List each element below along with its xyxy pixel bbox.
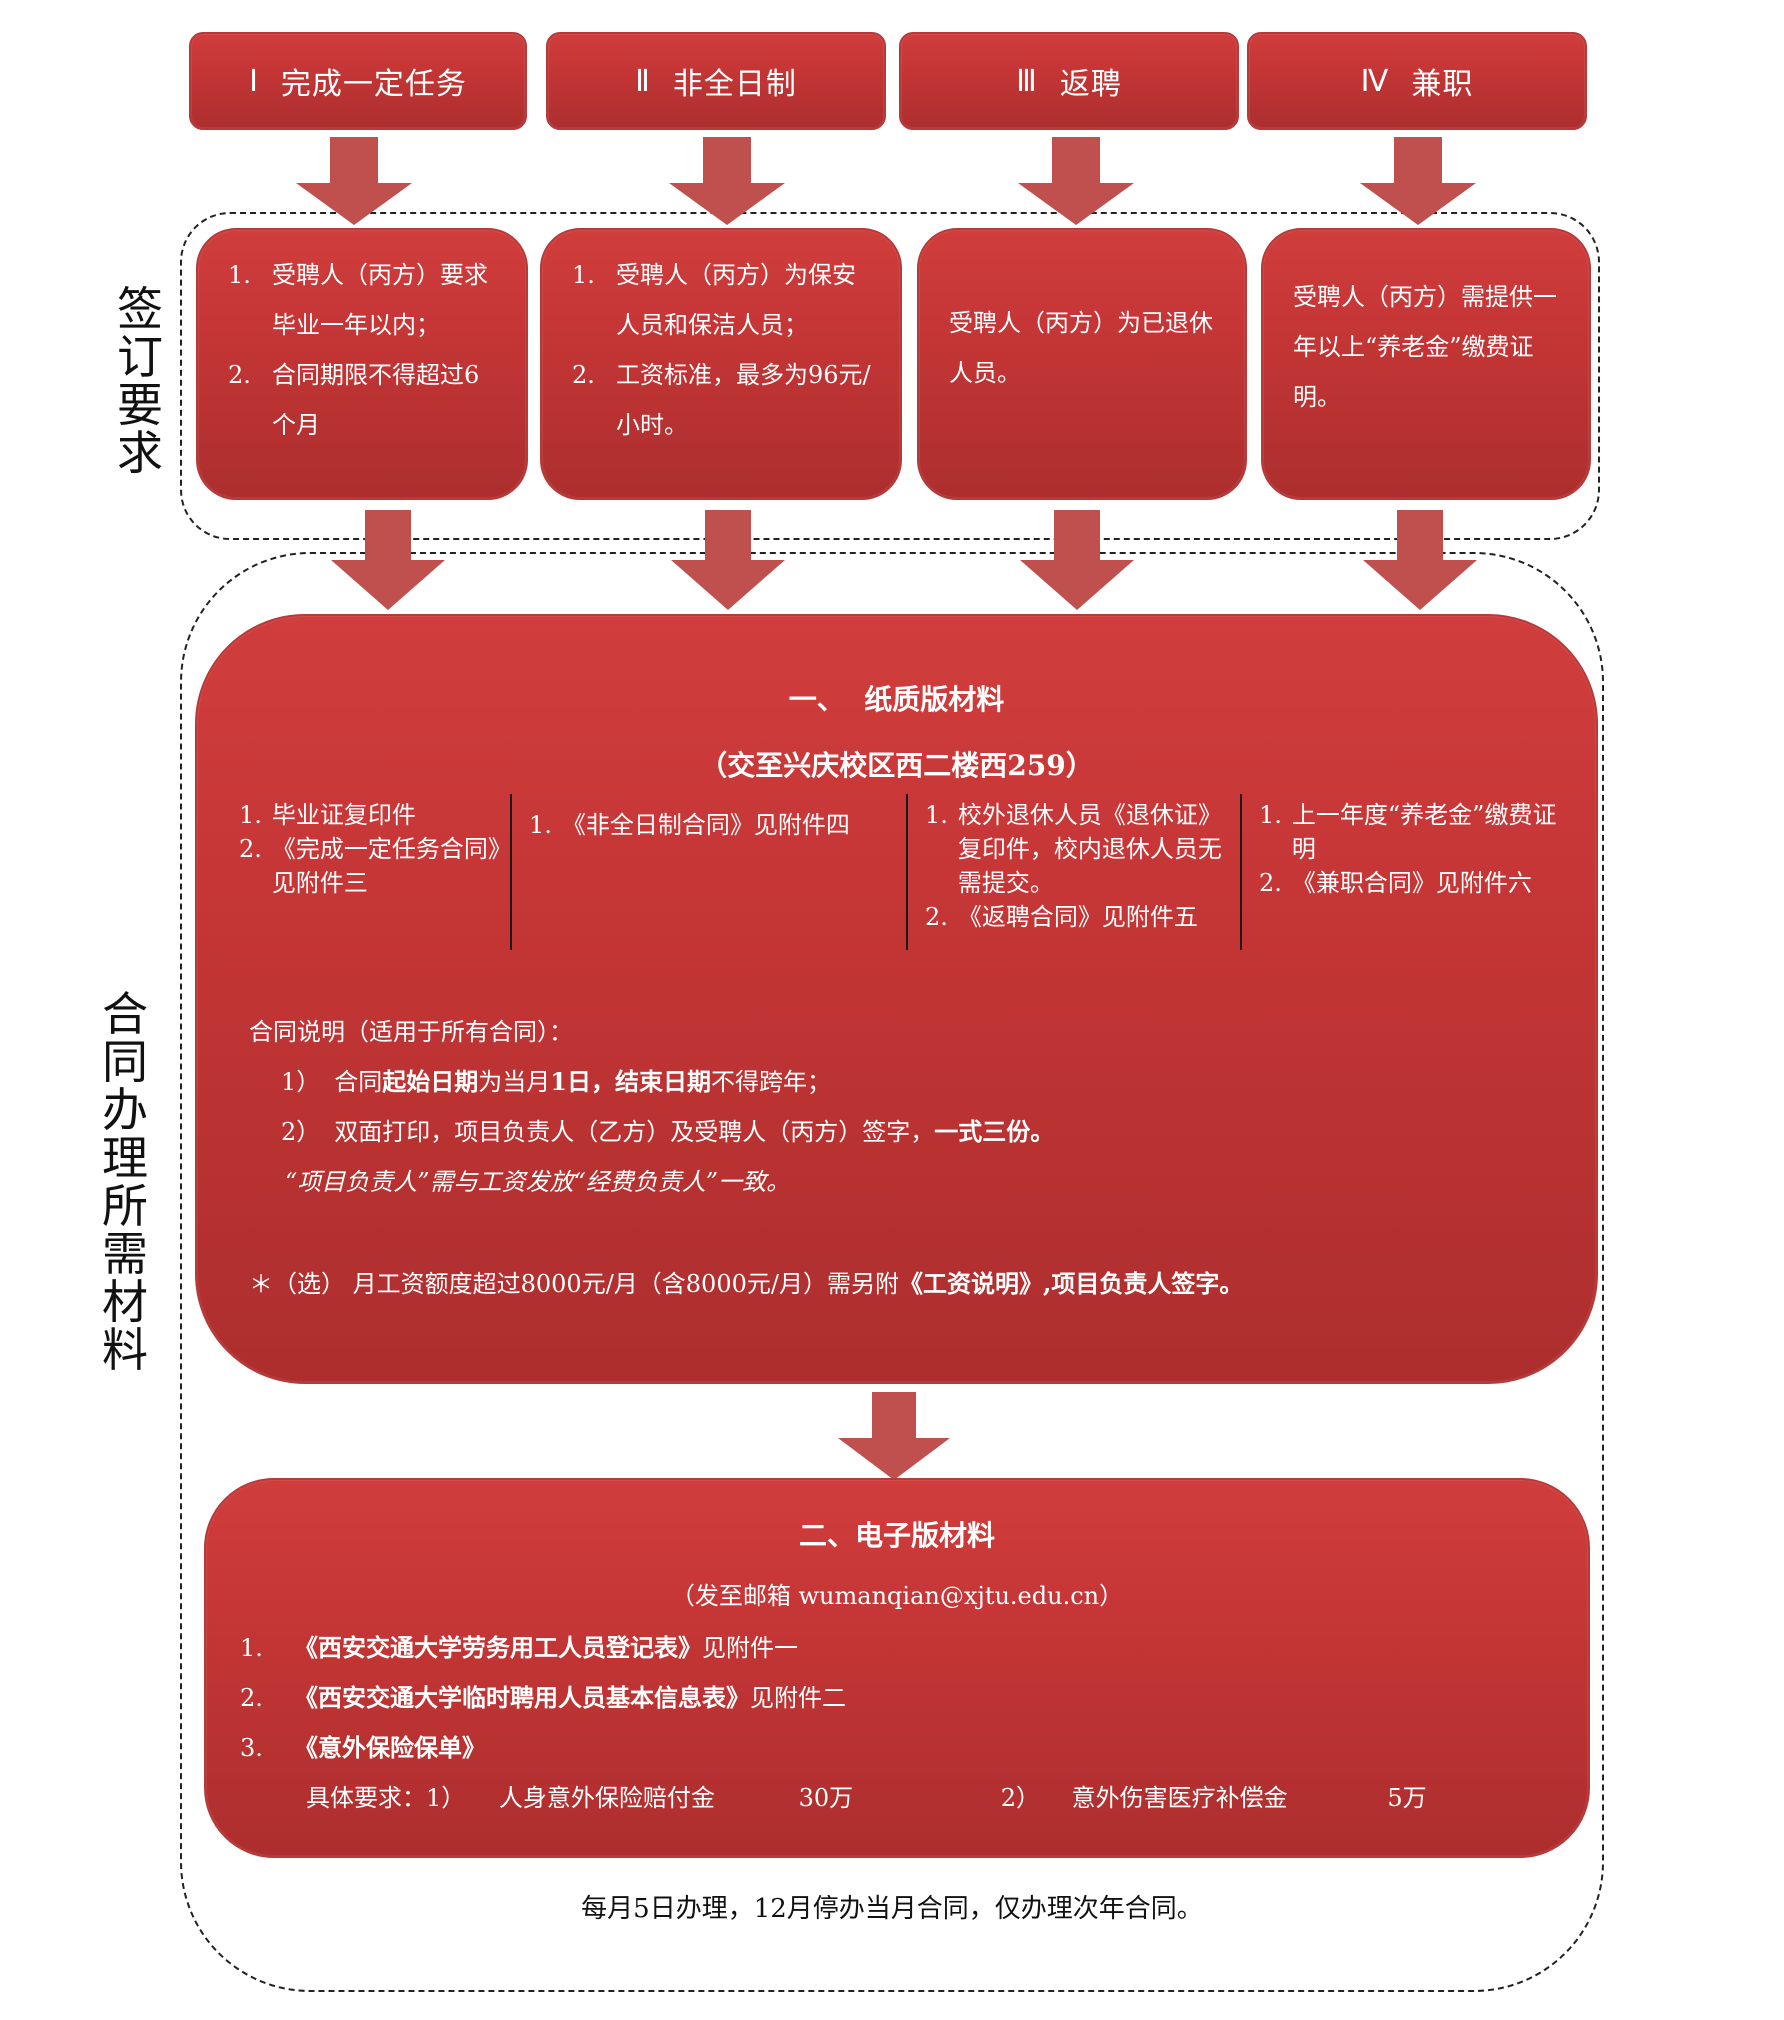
list-item: 2. 工资标准，最多为96元/小时。 (572, 361, 871, 439)
requirement-text: 受聘人（丙方）需提供一年以上“养老金”缴费证明。 (1293, 283, 1557, 411)
note-2: 2）双面打印，项目负责人（乙方）及受聘人（丙方）签字，一式三份。 (281, 1117, 1055, 1146)
down-arrow-icon (671, 510, 785, 610)
paper-subtitle: （交至兴庆校区西二楼西259） (699, 749, 1094, 782)
paper-title: 一、 纸质版材料 (788, 683, 1005, 716)
note-3: “项目负责人”需与工资发放“经费负责人”一致。 (285, 1168, 791, 1196)
requirement-box-2: 1. 受聘人（丙方）为保安人员和保洁人员； 2. 工资标准，最多为96元/小时。 (540, 228, 902, 500)
list-item: 2.《西安交通大学临时聘用人员基本信息表》见附件二 (240, 1683, 846, 1712)
list-item: 1.《西安交通大学劳务用工人员登记表》见附件一 (240, 1633, 798, 1662)
down-arrow-icon (669, 137, 785, 225)
requirement-box-1: 1. 受聘人（丙方）要求毕业一年以内； 2. 合同期限不得超过6个月 (196, 228, 528, 500)
list-item: 1. 受聘人（丙方）要求毕业一年以内； (228, 261, 488, 339)
category-numeral: Ⅳ (1360, 63, 1390, 99)
category-name: 兼职 (1411, 67, 1474, 102)
signing-group-border (180, 212, 1600, 540)
down-arrow-icon (296, 137, 412, 225)
list-item: 2. 《兼职合同》见附件六 (1259, 869, 1532, 897)
list-item: 1. 校外退休人员《退休证》复印件，校内退休人员无需提交。 (925, 801, 1222, 897)
notes-title: 合同说明（适用于所有合同）： (249, 1018, 573, 1046)
list-item: 2. 《完成一定任务合同》见附件三 (239, 835, 500, 897)
electronic-materials-box: 二、电子版材料 （发至邮箱 wumanqian@xjtu.edu.cn） 1.《… (204, 1478, 1590, 1858)
list-item: 2. 合同期限不得超过6个月 (228, 361, 480, 439)
category-box-4: Ⅳ 兼职 (1247, 32, 1587, 130)
paper-column-2: 1. 《非全日制合同》见附件四 (529, 808, 899, 842)
category-numeral: Ⅱ (635, 63, 651, 99)
list-item: 3.《意外保险保单》 (240, 1733, 486, 1762)
list-item: 1. 受聘人（丙方）为保安人员和保洁人员； (572, 261, 856, 339)
electronic-subtitle: （发至邮箱 wumanqian@xjtu.edu.cn） (670, 1582, 1124, 1610)
materials-group-border (180, 552, 1604, 1992)
column-divider (1240, 794, 1242, 950)
note-1: 1）合同起始日期为当月1日，结束日期不得跨年； (281, 1067, 831, 1096)
category-name: 返聘 (1059, 67, 1122, 102)
paper-materials-box: 一、 纸质版材料 （交至兴庆校区西二楼西259） 1. 毕业证复印件 2. 《完… (195, 614, 1598, 1384)
list-item: 1. 毕业证复印件 (239, 801, 416, 829)
electronic-title: 二、电子版材料 (798, 1519, 995, 1552)
paper-column-4: 1. 上一年度“养老金”缴费证明 2. 《兼职合同》见附件六 (1259, 798, 1569, 900)
list-item: 2. 《返聘合同》见附件五 (925, 903, 1198, 931)
requirement-text: 受聘人（丙方）为已退休人员。 (949, 309, 1213, 387)
paper-column-3: 1. 校外退休人员《退休证》复印件，校内退休人员无需提交。 2. 《返聘合同》见… (925, 798, 1229, 934)
category-box-2: Ⅱ 非全日制 (546, 32, 886, 130)
requirement-box-4: 受聘人（丙方）需提供一年以上“养老金”缴费证明。 (1261, 228, 1591, 500)
category-numeral: Ⅰ (249, 63, 259, 99)
down-arrow-icon (1363, 510, 1477, 610)
category-name: 非全日制 (672, 67, 797, 102)
down-arrow-icon (838, 1392, 950, 1480)
column-divider (906, 794, 908, 950)
column-divider (510, 794, 512, 950)
signing-label: 签订要求 (117, 282, 163, 480)
insurance-requirements: 具体要求：1） 人身意外保险赔付金 30万 2） 意外伤害医疗补偿金 5万 (306, 1784, 1427, 1812)
footer-note: 每月5日办理，12月停办当月合同，仅办理次年合同。 (581, 1894, 1203, 1924)
category-numeral: Ⅲ (1016, 63, 1038, 99)
category-box-1: Ⅰ 完成一定任务 (189, 32, 527, 130)
list-item: 1. 《非全日制合同》见附件四 (529, 811, 850, 839)
down-arrow-icon (331, 510, 445, 610)
down-arrow-icon (1360, 137, 1476, 225)
category-box-3: Ⅲ 返聘 (899, 32, 1239, 130)
materials-label: 合同办理所需材料 (102, 987, 148, 1377)
down-arrow-icon (1018, 137, 1134, 225)
down-arrow-icon (1020, 510, 1134, 610)
requirement-box-3: 受聘人（丙方）为已退休人员。 (917, 228, 1247, 500)
optional-note: ＊（选） 月工资额度超过8000元/月（含8000元/月）需另附《工资说明》,项… (249, 1269, 1244, 1298)
category-name: 完成一定任务 (280, 67, 467, 102)
paper-column-1: 1. 毕业证复印件 2. 《完成一定任务合同》见附件三 (239, 798, 501, 900)
list-item: 1. 上一年度“养老金”缴费证明 (1259, 801, 1557, 863)
